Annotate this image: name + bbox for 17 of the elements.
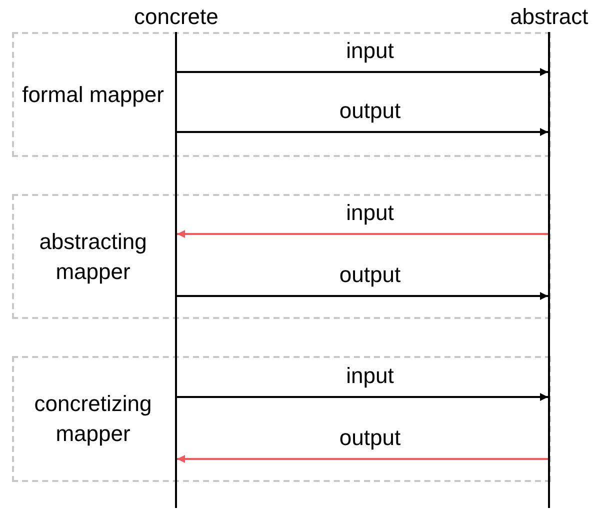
edge-label: input (346, 364, 394, 388)
group-label: concretizing mapper (33, 390, 153, 448)
arrow (177, 230, 548, 238)
arrow (177, 292, 548, 300)
edge-label: output (339, 426, 401, 450)
group-label: abstracting mapper (38, 228, 148, 286)
lifeline-label: concrete (134, 4, 218, 30)
arrow (177, 68, 548, 76)
arrow (177, 455, 548, 463)
edge-label: output (339, 263, 401, 287)
arrow (177, 393, 548, 401)
edge-label: output (339, 99, 401, 123)
edge-label: input (346, 39, 394, 63)
edge-label: input (346, 201, 394, 225)
arrow (177, 128, 548, 136)
lifeline-label: abstract (510, 4, 588, 30)
group-label: formal mapper (21, 80, 165, 109)
